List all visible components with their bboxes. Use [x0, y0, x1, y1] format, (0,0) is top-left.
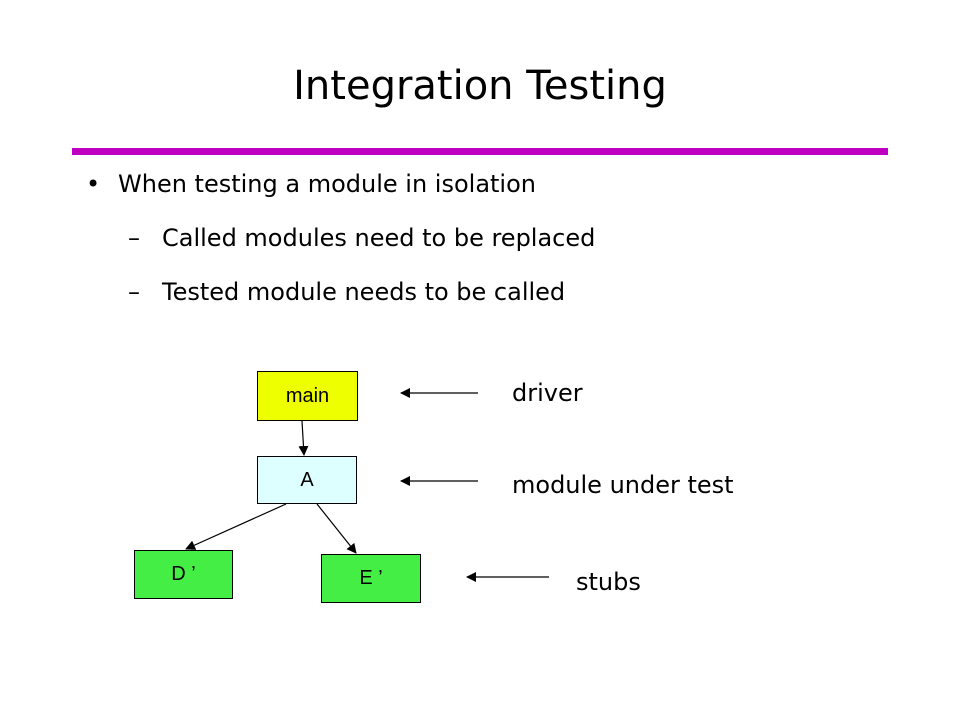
slide-title: Integration Testing — [293, 63, 667, 109]
edge-a-to-e — [316, 503, 357, 554]
sub-bullet-tested-module: Tested module needs to be called — [162, 278, 566, 306]
title-divider — [72, 148, 888, 155]
edge-a-to-d — [185, 503, 287, 550]
sub-bullet-called-modules: Called modules need to be replaced — [162, 224, 596, 252]
label-module-under-test: module under test — [512, 471, 734, 499]
edge-main-to-a — [298, 420, 309, 456]
label-driver: driver — [512, 379, 583, 407]
bullet-marker: • — [86, 170, 101, 198]
node-main: main — [257, 371, 358, 421]
node-e-stub: E ’ — [321, 554, 421, 603]
node-a-label: A — [300, 468, 314, 491]
label-stubs: stubs — [576, 568, 641, 596]
node-a: A — [257, 456, 357, 504]
node-d-stub: D ’ — [134, 550, 233, 599]
node-e-label: E ’ — [359, 567, 383, 589]
sub-bullet-marker: – — [128, 278, 140, 306]
node-main-label: main — [285, 384, 330, 407]
node-d-label: D ’ — [171, 563, 196, 585]
sub-bullet-marker: – — [128, 224, 140, 252]
bullet-main: When testing a module in isolation — [118, 170, 536, 198]
